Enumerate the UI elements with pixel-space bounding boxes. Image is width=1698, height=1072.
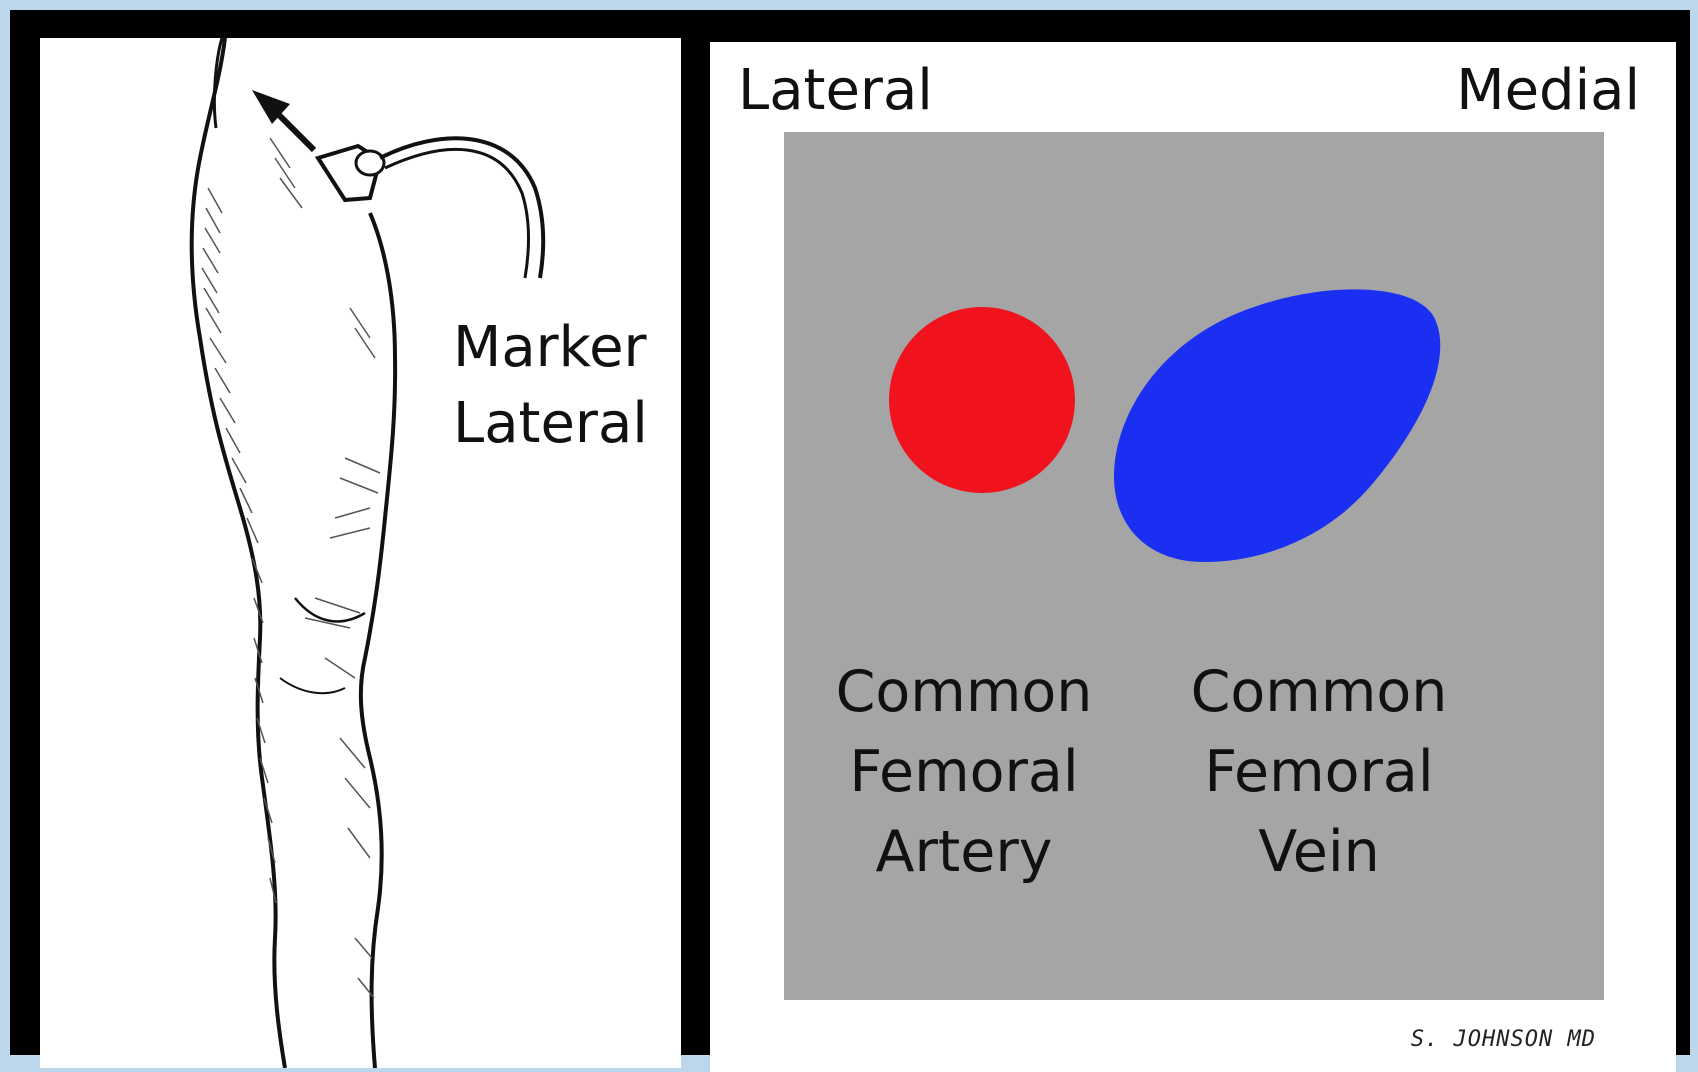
orientation-lateral-label: Lateral [738, 58, 933, 123]
artery-label-line2: Femoral [784, 732, 1144, 812]
leg-shading [202, 138, 380, 998]
ultrasound-probe [318, 138, 543, 278]
leg-illustration-panel: Marker Lateral [40, 38, 681, 1068]
artery-label: Common Femoral Artery [784, 652, 1144, 892]
leg-drawing [40, 38, 681, 1068]
vein-label: Common Femoral Vein [1139, 652, 1499, 892]
artery-label-line3: Artery [784, 812, 1144, 892]
artery-label-line1: Common [784, 652, 1144, 732]
vein-shape [1114, 289, 1440, 562]
vein-label-line1: Common [1139, 652, 1499, 732]
probe-marker-label: Marker Lateral [453, 310, 648, 462]
author-signature: S. JOHNSON MD [1411, 1027, 1596, 1052]
ultrasound-view: Common Femoral Artery Common Femoral Vei… [784, 132, 1604, 1000]
slide-frame: Marker Lateral Lateral Medial Common Fem… [10, 10, 1690, 1055]
vein-label-line3: Vein [1139, 812, 1499, 892]
leg-outline-right [361, 213, 395, 1068]
probe-marker-label-line1: Marker [453, 310, 648, 386]
artery-shape [889, 307, 1075, 493]
ultrasound-schematic-panel: Lateral Medial Common Femoral Artery Com… [710, 42, 1676, 1072]
vein-label-line2: Femoral [1139, 732, 1499, 812]
orientation-medial-label: Medial [1456, 58, 1640, 123]
direction-arrow [252, 90, 314, 150]
probe-marker-label-line2: Lateral [453, 386, 648, 462]
leg-outline-left [192, 38, 285, 1068]
